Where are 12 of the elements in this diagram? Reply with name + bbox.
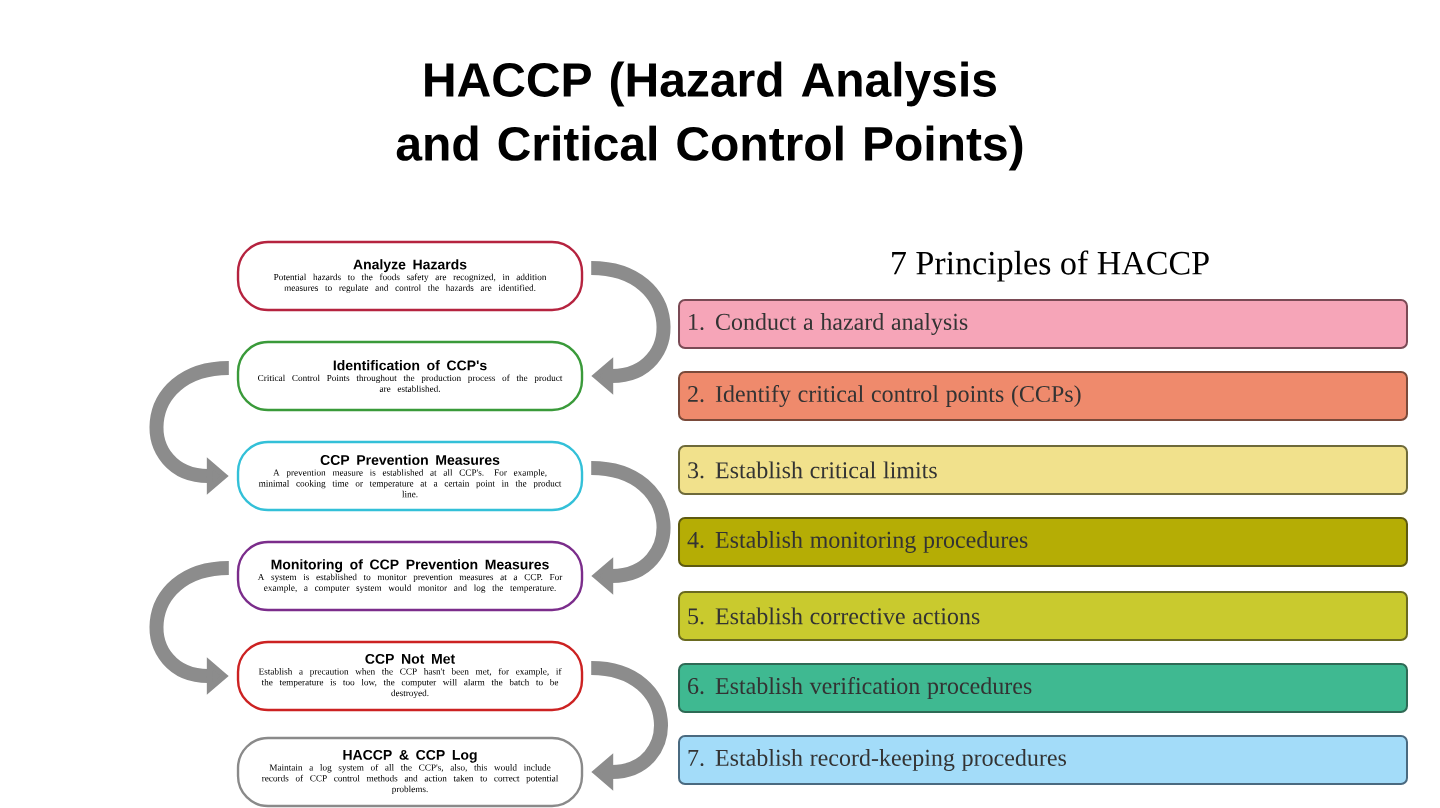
principle-box: 2. Identify critical control points (CCPs) [678,371,1408,421]
principle-box: 7. Establish record-keeping procedures [678,735,1408,785]
principle-box: 5. Establish corrective actions [678,591,1408,641]
principle-box: 1. Conduct a hazard analysis [678,299,1408,349]
curved-arrow [590,461,671,595]
principle-box: 3. Establish critical limits [678,445,1408,495]
heading: 7 Principles of HACCP [892,250,1209,282]
principle-box: 4. Establish monitoring procedures [678,517,1408,567]
curved-arrow [590,261,671,395]
principle-box: 6. Establish verification procedures [678,663,1408,713]
title: HACCP (Hazard Analysis and Critical Control Points) [396,61,1023,171]
curved-arrow [590,661,668,791]
